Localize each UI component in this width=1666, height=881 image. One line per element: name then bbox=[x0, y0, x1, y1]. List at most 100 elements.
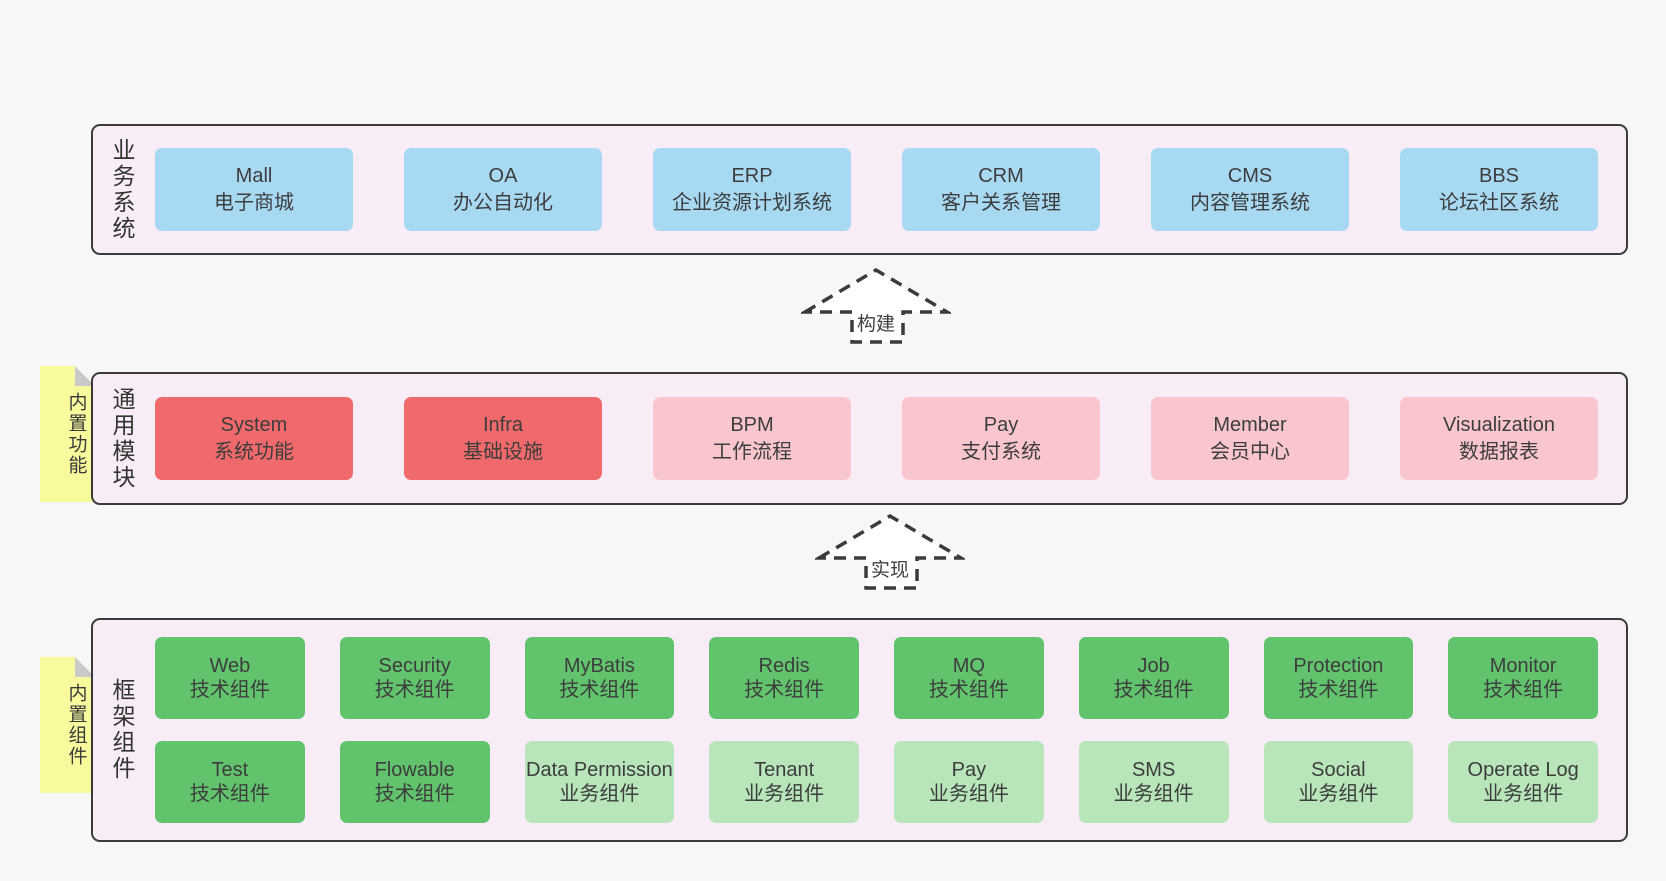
box-title: Protection bbox=[1293, 655, 1384, 677]
box-title: Security bbox=[378, 655, 451, 677]
up-arrow-build-icon: 构建 bbox=[801, 264, 951, 346]
box-title: Job bbox=[1137, 655, 1170, 677]
box-subtitle: 数据报表 bbox=[1459, 440, 1539, 463]
box-subtitle: 支付系统 bbox=[961, 440, 1041, 463]
box-subtitle: 技术组件 bbox=[1113, 679, 1194, 701]
box-title: Social bbox=[1311, 759, 1366, 781]
box-title: BBS bbox=[1478, 164, 1520, 187]
box-subtitle: 技术组件 bbox=[1298, 679, 1379, 701]
box-subtitle: 系统功能 bbox=[214, 440, 294, 463]
box-subtitle: 技术组件 bbox=[744, 679, 825, 701]
arrow-label: 构建 bbox=[856, 314, 895, 335]
box-title: Web bbox=[209, 655, 251, 677]
box-title: Mall bbox=[235, 164, 273, 187]
box-bbs: BBS 论坛社区系统 bbox=[1400, 148, 1598, 231]
business-systems-box-row: Mall 电子商城 OA 办公自动化 ERP 企业资源计划系统 CRM 客户关系管理 CMS 内容… bbox=[139, 126, 1626, 253]
dashed-up-arrow-icon bbox=[815, 513, 965, 590]
box-title: Test bbox=[211, 759, 249, 781]
box-title: Tenant bbox=[754, 759, 815, 781]
box-title: Monitor bbox=[1489, 655, 1557, 677]
box-subtitle: 业务组件 bbox=[744, 783, 825, 805]
box-title: Operate Log bbox=[1467, 759, 1579, 781]
section-business-systems: 业务系统 Mall 电子商城 OA 办公自动化 ERP 企业资源计划系统 CRM 客户关系管理… bbox=[91, 124, 1628, 255]
box-subtitle: 技术组件 bbox=[1483, 679, 1564, 701]
box-mall: Mall 电子商城 bbox=[155, 148, 353, 231]
box-subtitle: 技术组件 bbox=[189, 679, 270, 701]
box-subtitle: 办公自动化 bbox=[453, 191, 553, 214]
box-erp: ERP 企业资源计划系统 bbox=[653, 148, 851, 231]
box-subtitle: 客户关系管理 bbox=[941, 191, 1061, 214]
box-subtitle: 技术组件 bbox=[189, 783, 270, 805]
section-title-vertical: 通用模块 bbox=[109, 386, 135, 491]
box-subtitle: 业务组件 bbox=[928, 783, 1009, 805]
box-subtitle: 内容管理系统 bbox=[1190, 191, 1310, 214]
box-subtitle: 会员中心 bbox=[1210, 440, 1290, 463]
box-cms: CMS 内容管理系统 bbox=[1151, 148, 1349, 231]
box-title: BPM bbox=[730, 413, 774, 436]
box-title: System bbox=[220, 413, 288, 436]
arrow-label: 实现 bbox=[870, 560, 909, 581]
box-subtitle: 论坛社区系统 bbox=[1439, 191, 1559, 214]
sticky-note-label: 内置功能 bbox=[65, 392, 87, 476]
section-title-vertical: 框架组件 bbox=[109, 678, 135, 782]
box-title: Redis bbox=[758, 655, 810, 677]
box-subtitle: 业务组件 bbox=[1113, 783, 1194, 805]
box-oa: OA 办公自动化 bbox=[404, 148, 602, 231]
box-title: Infra bbox=[482, 413, 524, 436]
box-system: System 系统功能 bbox=[155, 397, 353, 480]
box-subtitle: 技术组件 bbox=[374, 783, 455, 805]
box-title: Visualization bbox=[1443, 413, 1555, 436]
box-subtitle: 技术组件 bbox=[374, 679, 455, 701]
box-crm: CRM 客户关系管理 bbox=[902, 148, 1100, 231]
box-subtitle: 技术组件 bbox=[559, 679, 640, 701]
box-subtitle: 业务组件 bbox=[559, 783, 640, 805]
sticky-note-builtin-components: 内置组件 bbox=[40, 657, 95, 793]
box-title: Data Permission bbox=[526, 759, 673, 781]
box-title: Member bbox=[1213, 413, 1287, 436]
box-title: OA bbox=[488, 164, 518, 187]
box-title: MQ bbox=[952, 655, 985, 677]
box-title: MyBatis bbox=[563, 655, 635, 677]
dashed-up-arrow-icon bbox=[801, 267, 951, 344]
box-visualization: Visualization 数据报表 bbox=[1400, 397, 1598, 480]
box-title: ERP bbox=[731, 164, 773, 187]
box-title: CRM bbox=[978, 164, 1024, 187]
box-subtitle: 业务组件 bbox=[1298, 783, 1379, 805]
box-subtitle: 业务组件 bbox=[1483, 783, 1564, 805]
box-title: Flowable bbox=[374, 759, 455, 781]
box-subtitle: 企业资源计划系统 bbox=[672, 191, 832, 214]
box-subtitle: 电子商城 bbox=[214, 191, 294, 214]
box-title: CMS bbox=[1227, 164, 1273, 187]
sticky-note-label: 内置组件 bbox=[65, 683, 87, 767]
up-arrow-implement-icon: 实现 bbox=[815, 510, 965, 592]
sticky-note-builtin-features: 内置功能 bbox=[40, 366, 95, 502]
box-title: SMS bbox=[1131, 759, 1176, 781]
section-title-vertical: 业务系统 bbox=[109, 137, 135, 242]
box-member: Member 会员中心 bbox=[1151, 397, 1349, 480]
